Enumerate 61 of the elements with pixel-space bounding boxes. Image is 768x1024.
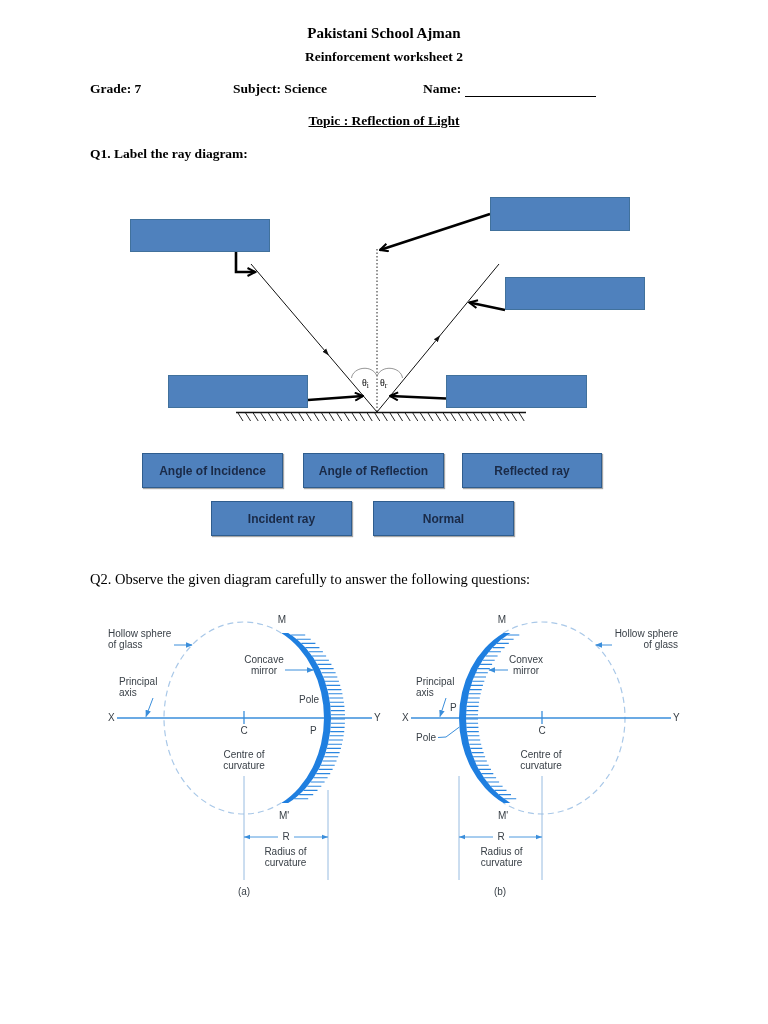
leader-arrow <box>173 642 193 648</box>
leader-arrow <box>595 642 613 648</box>
point-label: C <box>240 725 248 736</box>
angle-label: θ$_{r}$ <box>380 377 388 389</box>
grade-label: Grade: 7 <box>90 81 142 97</box>
axis-label: X <box>108 712 115 723</box>
callout-label: Hollow sphere of glass <box>612 628 678 650</box>
point-label: M' <box>497 810 509 821</box>
pointer-arrow <box>307 391 364 402</box>
point-label: P <box>310 725 317 736</box>
point-label: M <box>497 614 507 625</box>
name-label: Name: <box>423 81 462 97</box>
dimension-label: R <box>497 831 505 842</box>
callout-label: Principal axis <box>119 676 160 698</box>
diagram-label: Centre of curvature <box>222 749 266 771</box>
axis-label: X <box>402 712 409 723</box>
angle-label: θ$_{i}$ <box>362 377 369 389</box>
axis-label: Y <box>673 712 680 723</box>
figure-caption: (b) <box>493 886 507 897</box>
leader-arrow <box>145 697 154 718</box>
topic-heading: Topic : Reflection of Light <box>308 113 460 129</box>
callout-label: Hollow sphere of glass <box>108 628 174 650</box>
answer-box <box>130 219 270 252</box>
dimension-label: R <box>282 831 290 842</box>
leader-line <box>437 726 460 738</box>
word-card: Angle of Incidence <box>142 453 283 488</box>
answer-box <box>490 197 630 231</box>
pointer-arrow <box>468 299 506 312</box>
diagram-label: Centre of curvature <box>519 749 563 771</box>
figure-caption: (a) <box>237 886 251 897</box>
word-card: Incident ray <box>211 501 352 536</box>
subject-label: Subject: Science <box>233 81 328 97</box>
question-text: Q1. Label the ray diagram: <box>90 146 248 162</box>
pointer-arrow <box>389 391 447 402</box>
word-card: Normal <box>373 501 514 536</box>
word-card: Reflected ray <box>462 453 602 488</box>
point-label: P <box>450 702 457 713</box>
axis-label: Y <box>374 712 381 723</box>
answer-box <box>168 375 308 408</box>
point-label: C <box>538 725 546 736</box>
leader-arrow <box>488 667 509 673</box>
diagram-label: Radius of curvature <box>263 846 308 868</box>
principal-axis-line <box>116 717 373 719</box>
answer-box <box>505 277 645 310</box>
leader-arrow <box>284 667 314 673</box>
leader-arrow <box>439 697 447 718</box>
principal-axis-line <box>410 717 672 719</box>
worksheet-subtitle: Reinforcement worksheet 2 <box>305 49 463 65</box>
worksheet-title: Pakistani School Ajman <box>307 24 461 42</box>
point-label: M' <box>278 810 290 821</box>
point-label: M <box>277 614 287 625</box>
callout-label: Pole <box>416 732 438 743</box>
word-card: Angle of Reflection <box>303 453 444 488</box>
pointer-arrow <box>234 252 257 277</box>
answer-box <box>446 375 587 408</box>
diagram-label: Radius of curvature <box>479 846 524 868</box>
callout-label: Principal axis <box>416 676 457 698</box>
pointer-arrow <box>379 212 491 253</box>
question-text: Q2. Observe the given diagram carefully to answer the following questions: <box>90 571 531 588</box>
diagram-label: Pole <box>299 694 319 705</box>
normal-line <box>376 248 378 413</box>
